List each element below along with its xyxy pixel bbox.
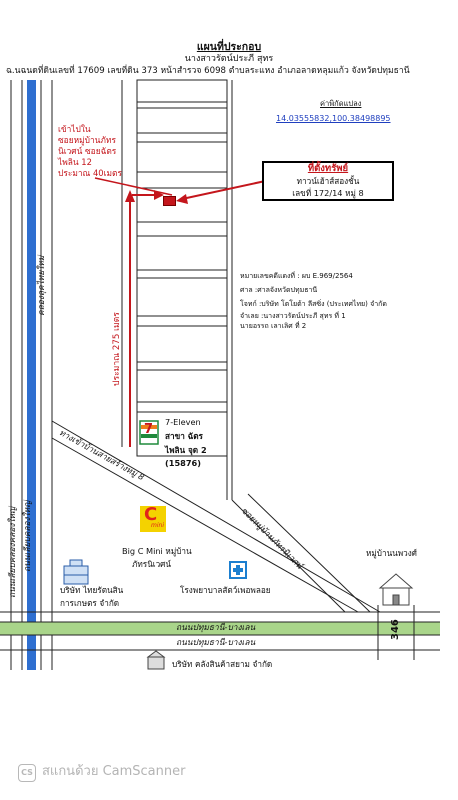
big-c-mini-logo xyxy=(140,506,166,532)
plaintiff: โจทก์ :บริษัท โตโยต้า ลีสซิ่ง (ประเทศไทย… xyxy=(240,300,387,308)
route-number: 346 xyxy=(390,619,401,640)
coordinate-value[interactable]: 14.03555832,100.38498895 xyxy=(276,114,391,123)
deed-info: ฉ.นฉนดที่ดินเลขที่ 17609 เลขที่ดิน 373 ห… xyxy=(6,66,410,76)
big-c-logo-sub: mini xyxy=(151,522,164,529)
owner-name: นางสาวรัตน์ประภี สุทร xyxy=(184,54,274,64)
main-road xyxy=(0,611,440,651)
animal-hospital-label: โรงพยาบาลสัตว์เพอพลอย xyxy=(180,585,271,595)
company-label: บริษัท ไทยรัตนสิน xyxy=(60,585,124,595)
big-c-name: Big C Mini หมู่บ้าน xyxy=(122,546,192,556)
company-building-icon xyxy=(63,559,89,585)
seven-eleven-branch: สาขา ฉัตร xyxy=(165,431,203,441)
directions-line: ซอยหมู่บ้านภัทร xyxy=(58,135,116,146)
road-left-label-b: ถนนเลียบคลองใหญ่ xyxy=(22,500,32,572)
property-title: ที่ตั้งทรัพย์ xyxy=(307,163,349,174)
camscanner-watermark: สแกนด้วย CamScanner xyxy=(42,764,186,779)
property-callout-box xyxy=(262,161,394,201)
route-arrows xyxy=(94,177,271,447)
defendant-2: นายอรรถ เลาเลิศ ที่ 2 xyxy=(240,322,307,330)
diagonal-soi-b xyxy=(51,437,359,613)
canal xyxy=(21,80,42,670)
warehouse-icon xyxy=(146,650,166,670)
directions-line: ไพลิน 12 xyxy=(58,157,92,168)
map-title: แผนที่ประกอบ xyxy=(196,41,262,53)
soi-right-line-a xyxy=(231,499,346,613)
warehouse-label: บริษัท คลังสินค้าสยาม จำกัด xyxy=(172,659,273,669)
seven-eleven-logo-text: 7 xyxy=(144,422,154,437)
case-number: หมายเลขคดีแดงที่ : ผบ E.969/2564 xyxy=(240,272,353,280)
village-house-icon xyxy=(378,573,414,606)
directions-line: ประมาณ 40เมตร xyxy=(58,168,122,179)
seven-eleven-logo xyxy=(139,420,159,445)
property-type: ทาวน์เฮ้าส์สองชั้น xyxy=(296,176,360,186)
road-left-label-a: ถนนเลียบคลองคลองใหญ่ xyxy=(7,506,17,598)
canal-label: คลองลุคไทยใหม่ xyxy=(36,255,46,316)
seven-eleven-branch: (15876) xyxy=(165,458,201,468)
lot-blocks xyxy=(136,79,228,457)
seven-eleven-name: 7-Eleven xyxy=(165,417,201,427)
company-label: การเกษตร จำกัด xyxy=(60,598,120,608)
main-road-label-top: ถนนปทุมธานี-บางเลน xyxy=(176,622,256,632)
directions-line: เข้าไปใน xyxy=(58,124,91,134)
animal-hospital-icon xyxy=(229,561,247,579)
court-name: ศาล :ศาลจังหวัดปทุมธานี xyxy=(240,286,318,294)
camscanner-logo: CS xyxy=(18,764,36,782)
property-marker[interactable] xyxy=(163,196,176,206)
soi-right-line-b xyxy=(247,493,371,613)
diagonal-soi-a xyxy=(51,420,381,613)
village-label: หมู่บ้านนพวงศ์ xyxy=(366,548,417,558)
distance-label: ประมาณ 275 เมตร xyxy=(112,312,122,386)
directions-line: นิเวศน์ ซอยฉัตร xyxy=(58,146,117,157)
main-road-label-bottom: ถนนปทุมธานี-บางเลน xyxy=(176,637,256,647)
big-c-name: ภัทรนิเวศน์ xyxy=(132,559,171,569)
defendant-1: จำเลย :นางสาวรัตน์ประภี สุทร ที่ 1 xyxy=(240,312,346,320)
seven-eleven-branch: ไพลิน จุด 2 xyxy=(165,445,207,455)
directions-note: เข้าไปใน ซอยหมู่บ้านภัทร นิเวศน์ ซอยฉัตร… xyxy=(58,124,122,179)
coordinate-label: ค่าพิกัดแปลง xyxy=(320,99,362,108)
property-address: เลขที่ 172/14 หมู่ 8 xyxy=(292,188,364,198)
big-c-logo-text: C xyxy=(144,504,158,525)
